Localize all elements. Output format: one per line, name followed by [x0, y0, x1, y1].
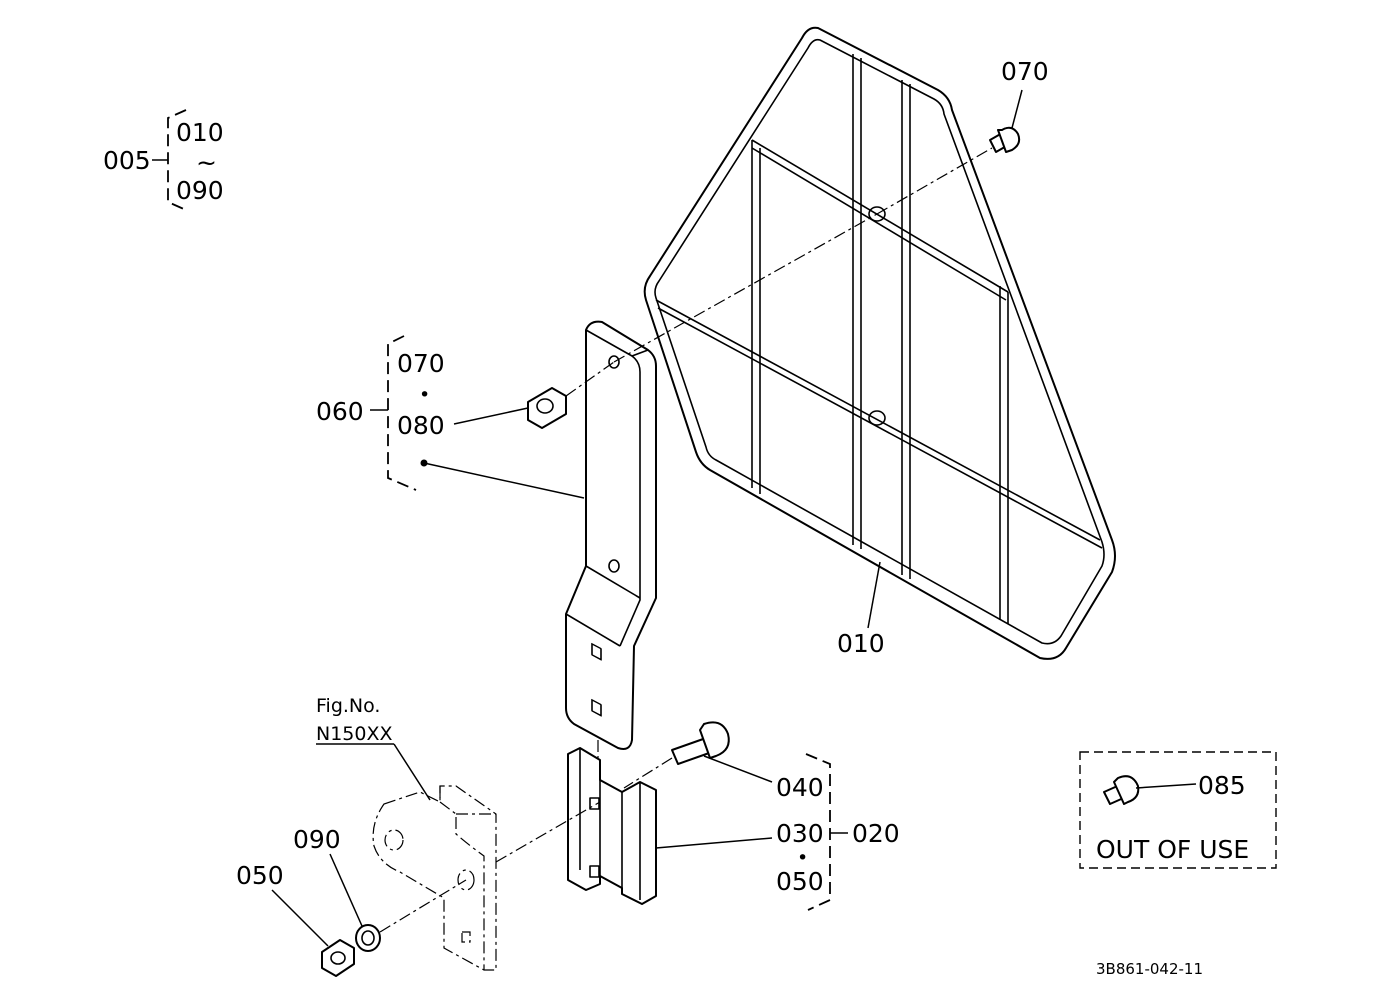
channel-assy-callout: 030 • 050 020 [655, 753, 900, 911]
drawing-number: 3B861-042-11 [1096, 960, 1203, 978]
mounting-bracket [565, 320, 657, 776]
figure-ref-line1: Fig.No. [316, 695, 380, 717]
washer-090: 090 [293, 825, 467, 952]
callout-part-030-label: 030 [776, 819, 824, 848]
callout-bolt-040-label: 040 [776, 773, 824, 802]
nut-050: 050 [236, 861, 355, 977]
callout-grille-label: 010 [837, 629, 885, 658]
callout-bracket-assy-label: 060 [316, 397, 364, 426]
callout-sub-dot-020: • [797, 847, 808, 869]
bolt-040: 040 [623, 721, 824, 802]
assembly-range-end: 090 [176, 176, 224, 205]
bolt-070-top: 070 [876, 57, 1049, 215]
callout-washer-090-label: 090 [293, 825, 341, 854]
assembly-id-label: 005 [103, 146, 151, 175]
grille-panel: 010 [643, 26, 1116, 660]
figure-ref-line2: N150XX [316, 723, 393, 745]
callout-bolt-085-label: 085 [1198, 771, 1246, 800]
grille-hole-upper [868, 206, 886, 222]
bracket-assy-callout: 060 070 • 080 [316, 335, 585, 499]
callout-bolt-top-label: 070 [1001, 57, 1049, 86]
assembly-range-tilde: ~ [196, 148, 217, 177]
bracket-hole-upper [608, 355, 620, 369]
out-of-use-text: OUT OF USE [1096, 835, 1249, 864]
callout-bracket-sub-b: 080 [397, 411, 445, 440]
assembly-range-callout: 005 010 ~ 090 [103, 109, 224, 211]
channel-bracket-030 [567, 747, 657, 905]
callout-part-050-low-label: 050 [776, 867, 824, 896]
assembly-range-start: 010 [176, 118, 224, 147]
bracket-hole-lower [608, 559, 620, 573]
callout-nut-050-label: 050 [236, 861, 284, 890]
callout-bracket-sub-a: 070 [397, 349, 445, 378]
grille-hole-lower [868, 410, 886, 426]
callout-bracket-sub-dot: • [419, 384, 430, 406]
callout-part-020-label: 020 [852, 819, 900, 848]
out-of-use-box: 085 OUT OF USE [1079, 751, 1277, 869]
nut-080 [527, 213, 878, 429]
figure-reference: Fig.No. N150XX [316, 695, 601, 971]
